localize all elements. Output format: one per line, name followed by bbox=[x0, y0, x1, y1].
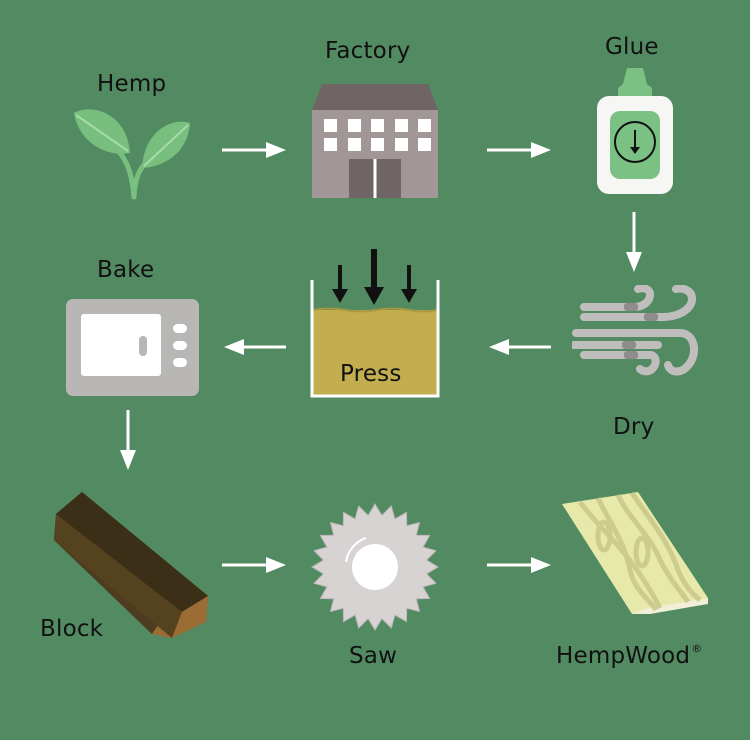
flow-arrow-bake-to-block bbox=[120, 410, 136, 470]
oven-icon bbox=[66, 299, 199, 396]
flow-arrow-saw-to-hempwood bbox=[487, 557, 551, 573]
saw-label: Saw bbox=[349, 643, 398, 669]
block-label: Block bbox=[40, 616, 104, 642]
registered-trademark-mark: ® bbox=[691, 642, 703, 655]
hemp-label: Hemp bbox=[97, 71, 167, 97]
bake-label: Bake bbox=[97, 257, 155, 283]
saw-blade-icon bbox=[311, 503, 439, 631]
factory-building-icon bbox=[312, 84, 438, 198]
glue-bottle-icon bbox=[597, 68, 673, 194]
wind-icon bbox=[572, 285, 699, 376]
flow-arrow-factory-to-glue bbox=[487, 142, 551, 158]
hempwood-label-text: HempWood bbox=[556, 643, 691, 669]
wood-plank-icon bbox=[562, 491, 708, 614]
press-label: Press bbox=[340, 361, 402, 387]
wood-block-icon bbox=[54, 492, 208, 638]
flow-arrow-glue-to-dry bbox=[626, 212, 642, 272]
hemp-plant-icon bbox=[74, 109, 190, 200]
flow-arrow-press-to-bake bbox=[224, 339, 286, 355]
flow-arrow-block-to-saw bbox=[222, 557, 286, 573]
flow-arrow-dry-to-press bbox=[489, 339, 551, 355]
dry-label: Dry bbox=[613, 414, 655, 440]
glue-label: Glue bbox=[605, 34, 659, 60]
factory-label: Factory bbox=[325, 38, 411, 64]
hempwood-label: HempWood® bbox=[556, 642, 703, 669]
flow-arrow-hemp-to-factory bbox=[222, 142, 286, 158]
press-container-icon bbox=[310, 249, 440, 398]
saw-blade-hub bbox=[352, 544, 398, 590]
